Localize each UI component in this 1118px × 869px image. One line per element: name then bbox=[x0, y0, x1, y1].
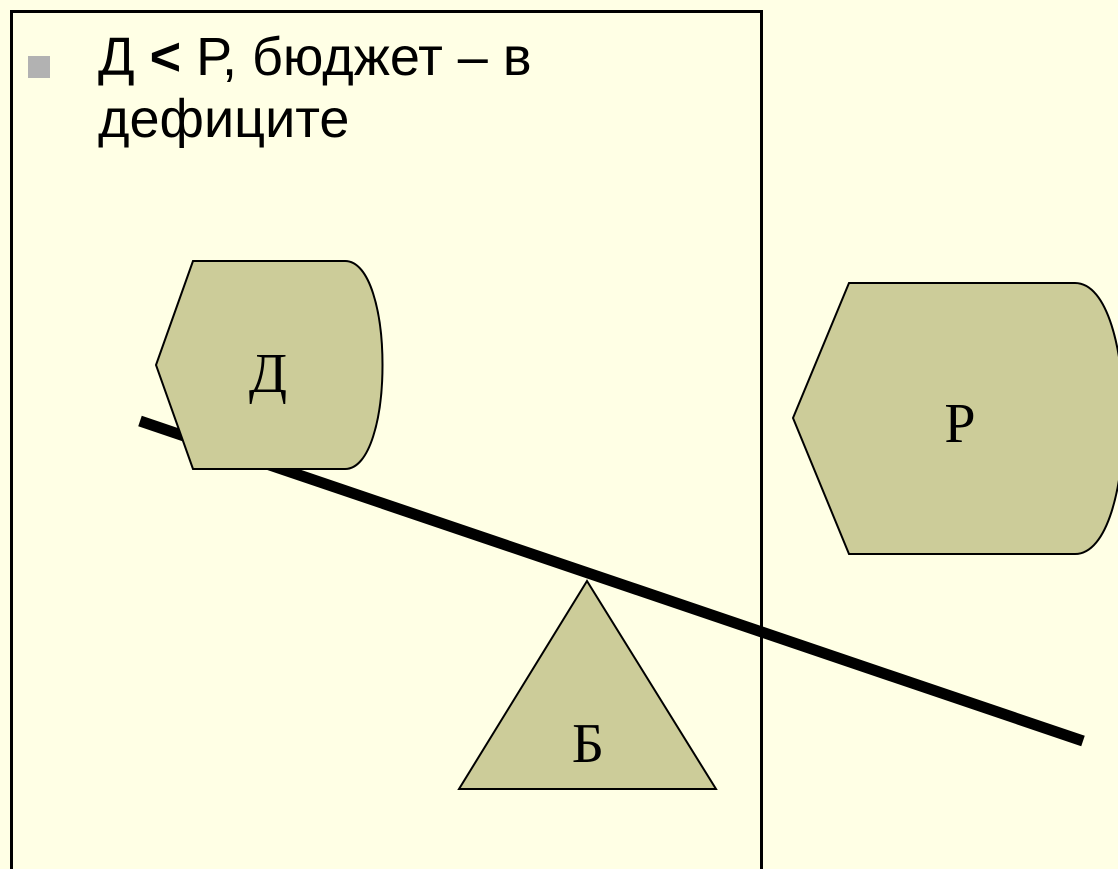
income-shape bbox=[154, 260, 384, 470]
bullet-left-symbol: Д bbox=[98, 27, 135, 87]
expense-label: Р bbox=[944, 393, 975, 455]
budget-label: Б bbox=[572, 713, 604, 775]
bullet-text: Д < Р, бюджет – в дефиците bbox=[98, 26, 718, 150]
bullet-square-icon bbox=[28, 56, 50, 78]
bullet-rest: Р, бюджет – в дефиците bbox=[98, 27, 532, 149]
budget-fulcrum bbox=[457, 579, 718, 790]
bullet-relation: < bbox=[149, 27, 182, 87]
income-label: Д bbox=[249, 343, 287, 405]
expense-shape bbox=[791, 282, 1118, 555]
content-frame bbox=[10, 10, 763, 869]
balance-beam bbox=[138, 415, 1085, 747]
